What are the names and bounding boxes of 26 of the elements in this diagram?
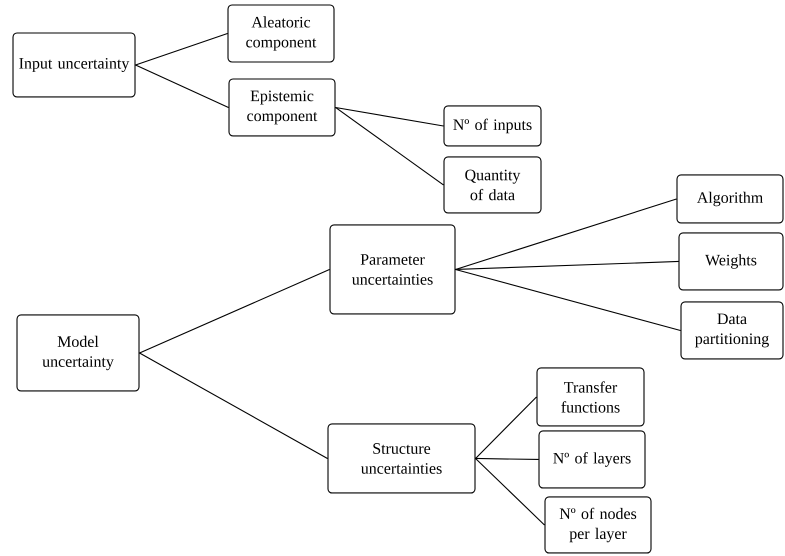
uncertainty-box: Transfer functions <box>536 367 645 427</box>
uncertainty-box: Nº of nodes per layer <box>544 496 652 554</box>
uncertainty-box: Quantity of data <box>443 156 542 214</box>
uncertainty-box: Data partitioning <box>680 301 784 360</box>
connector-line <box>335 107 444 186</box>
uncertainty-box: Parameter uncertainties <box>329 224 456 315</box>
uncertainty-box: Structure uncertainties <box>327 423 476 494</box>
connector-line <box>475 396 537 459</box>
uncertainty-box: Weights <box>678 232 784 291</box>
uncertainty-box: Epistemic component <box>228 78 336 137</box>
connector-line <box>455 198 677 270</box>
connector-line <box>135 64 229 108</box>
uncertainty-box: Algorithm <box>676 174 784 224</box>
connector-line <box>139 268 330 354</box>
uncertainty-box: Input uncertainty <box>12 32 136 98</box>
connector-line <box>456 260 678 270</box>
uncertainty-box: Model uncertainty <box>16 314 140 392</box>
connector-line <box>476 458 538 460</box>
uncertainty-box: Nº of layers <box>538 430 646 489</box>
connector-line <box>139 352 328 459</box>
uncertainty-box: Nº of inputs <box>443 105 542 147</box>
uncertainty-box: Aleatoric component <box>227 4 335 63</box>
connector-line <box>335 106 444 127</box>
connector-line <box>135 32 228 66</box>
connector-line <box>475 458 545 526</box>
connector-line <box>455 268 681 332</box>
